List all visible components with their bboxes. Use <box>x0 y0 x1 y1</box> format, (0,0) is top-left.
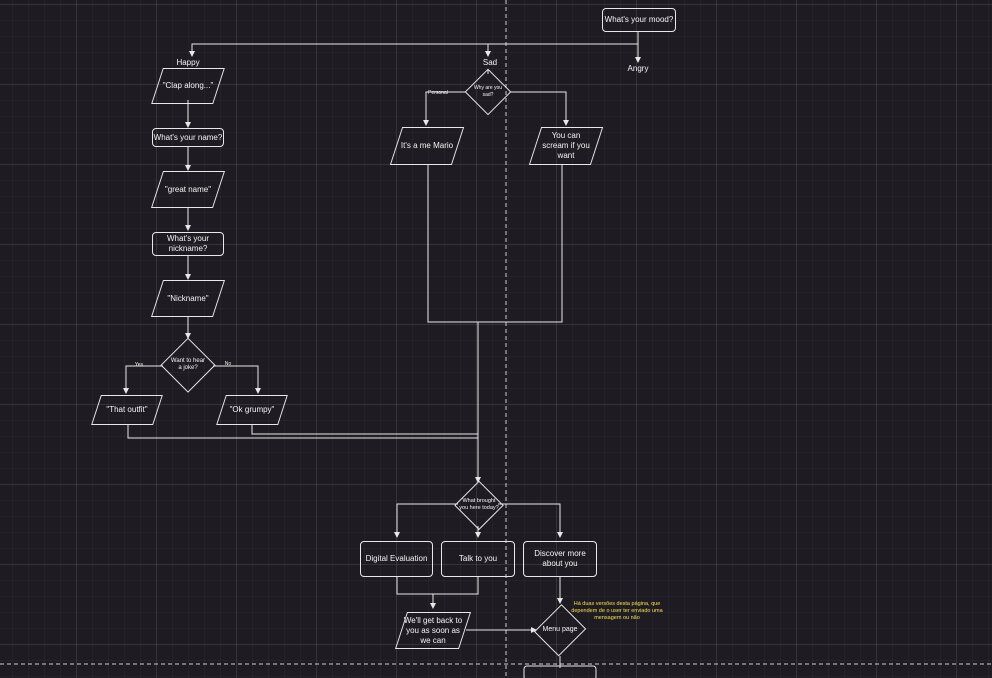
edge-why-personal <box>423 91 466 126</box>
node-talk-to-you[interactable]: Talk to you <box>441 541 515 577</box>
node-digital-evaluation[interactable]: Digital Evaluation <box>360 541 433 577</box>
node-nickname-question[interactable]: What's your nickname? <box>152 232 224 256</box>
label-no: No <box>224 361 232 367</box>
edge-joke-yes <box>123 365 163 394</box>
node-ok-grumpy[interactable]: "Ok grumpy" <box>221 395 283 425</box>
partial-node-bottom <box>523 665 597 678</box>
node-what-brought-text: What brought you here today? <box>459 498 499 511</box>
edge-grumpy-merge <box>251 425 478 435</box>
node-mario[interactable]: It's a me Mario <box>396 127 458 165</box>
node-nickname[interactable]: "Nickname" <box>157 280 219 317</box>
node-great-name[interactable]: "great name" <box>157 171 219 208</box>
node-digital-evaluation-text: Digital Evaluation <box>365 554 428 563</box>
edge-mood-branch <box>189 32 639 57</box>
label-angry: Angry <box>627 64 649 73</box>
node-joke-question-text: Want to hear a joke? <box>170 358 206 371</box>
edge-outfit-merge <box>127 425 478 439</box>
edge-why-other <box>510 91 569 126</box>
label-yes: Yes <box>134 362 144 368</box>
node-mood[interactable]: What's your mood? <box>602 8 676 32</box>
node-clap-along-text: "Clap along..." <box>162 81 214 90</box>
node-why-sad[interactable]: Why are you sad? <box>466 70 510 114</box>
node-discover-text: Discover more about you <box>534 549 586 568</box>
node-name-question[interactable]: What's your name? <box>152 128 224 147</box>
node-that-outfit-text: "That outfit" <box>106 405 148 414</box>
label-sad: Sad <box>482 58 498 67</box>
label-personal: Personal <box>428 90 448 96</box>
node-menu-page-text: Menu page <box>542 626 578 633</box>
edge-digital-getback <box>396 577 479 595</box>
node-get-back-text: We'll get back to you as soon as we can <box>403 615 463 645</box>
node-mario-text: It's a me Mario <box>400 141 454 150</box>
node-clap-along[interactable]: "Clap along..." <box>157 68 219 104</box>
edge-brought-digital <box>394 503 458 538</box>
node-joke-question[interactable]: Want to hear a joke? <box>162 339 214 391</box>
node-nickname-text: "Nickname" <box>167 293 209 303</box>
node-nickname-question-text: What's your nickname? <box>167 234 209 253</box>
edge-mario-down <box>427 165 563 323</box>
node-why-sad-text: Why are you sad? <box>473 85 503 98</box>
node-that-outfit[interactable]: "That outfit" <box>96 395 158 425</box>
node-scream-text: You can scream if you want <box>542 131 590 160</box>
node-great-name-text: "great name" <box>164 184 212 194</box>
node-what-brought[interactable]: What brought you here today? <box>456 482 502 528</box>
label-happy: Happy <box>176 58 200 67</box>
node-menu-page[interactable]: Menu page <box>537 604 583 656</box>
edge-brought-discover <box>498 503 563 538</box>
edge-joke-no <box>213 365 261 394</box>
node-talk-to-you-text: Talk to you <box>458 554 498 563</box>
node-ok-grumpy-text: "Ok grumpy" <box>229 405 275 414</box>
node-scream[interactable]: You can scream if you want <box>535 127 597 165</box>
annotation-note: Há duas versões desta página, que depend… <box>571 601 663 621</box>
node-discover[interactable]: Discover more about you <box>523 541 597 577</box>
node-mood-text: What's your mood? <box>604 15 674 24</box>
node-get-back[interactable]: We'll get back to you as soon as we can <box>401 612 465 649</box>
node-name-question-text: What's your name? <box>153 132 223 142</box>
